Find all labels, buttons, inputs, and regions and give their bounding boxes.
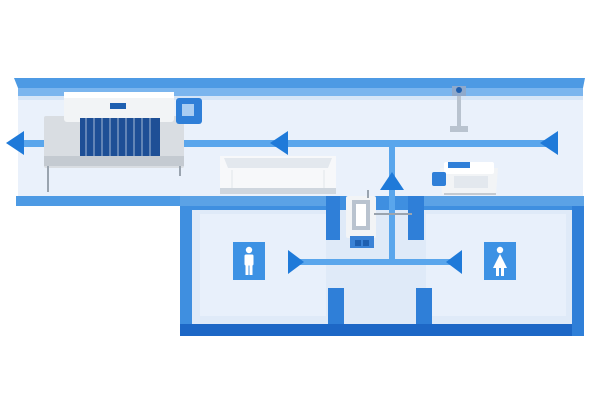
sink-counter-icon — [220, 156, 336, 194]
flow-arrows — [6, 131, 558, 274]
flow-vertical-line — [389, 147, 395, 265]
partition-left — [326, 196, 340, 240]
corridor-top-wall — [14, 78, 585, 88]
arrow-left-exit — [6, 131, 24, 155]
male-person-tile — [233, 242, 265, 280]
bottom-notch-left — [328, 288, 344, 324]
ceiling-pipe-icon — [450, 86, 468, 132]
arrow-up — [380, 172, 404, 190]
lower-top-wall — [180, 196, 326, 206]
female-person-icon — [493, 246, 507, 276]
conveyor-dishwasher-icon — [44, 92, 202, 192]
pass-through-dishwasher-icon — [346, 190, 412, 248]
arrow-from-male — [288, 250, 304, 274]
flow-lower-line — [292, 259, 462, 265]
lower-top-wall-right — [424, 196, 584, 206]
arrow-right-inlet — [540, 131, 558, 155]
male-person-icon — [244, 246, 254, 275]
female-person-tile — [484, 242, 516, 280]
bottom-notch-right — [416, 288, 432, 324]
partition-right — [408, 196, 424, 240]
lower-right-wall — [572, 196, 584, 336]
corridor-bottom-wall-left — [16, 196, 186, 206]
undercounter-dishwasher-icon — [432, 162, 498, 195]
arrow-from-female — [446, 250, 462, 274]
lower-bottom-wall — [180, 324, 584, 336]
arrow-main-left — [270, 131, 288, 155]
